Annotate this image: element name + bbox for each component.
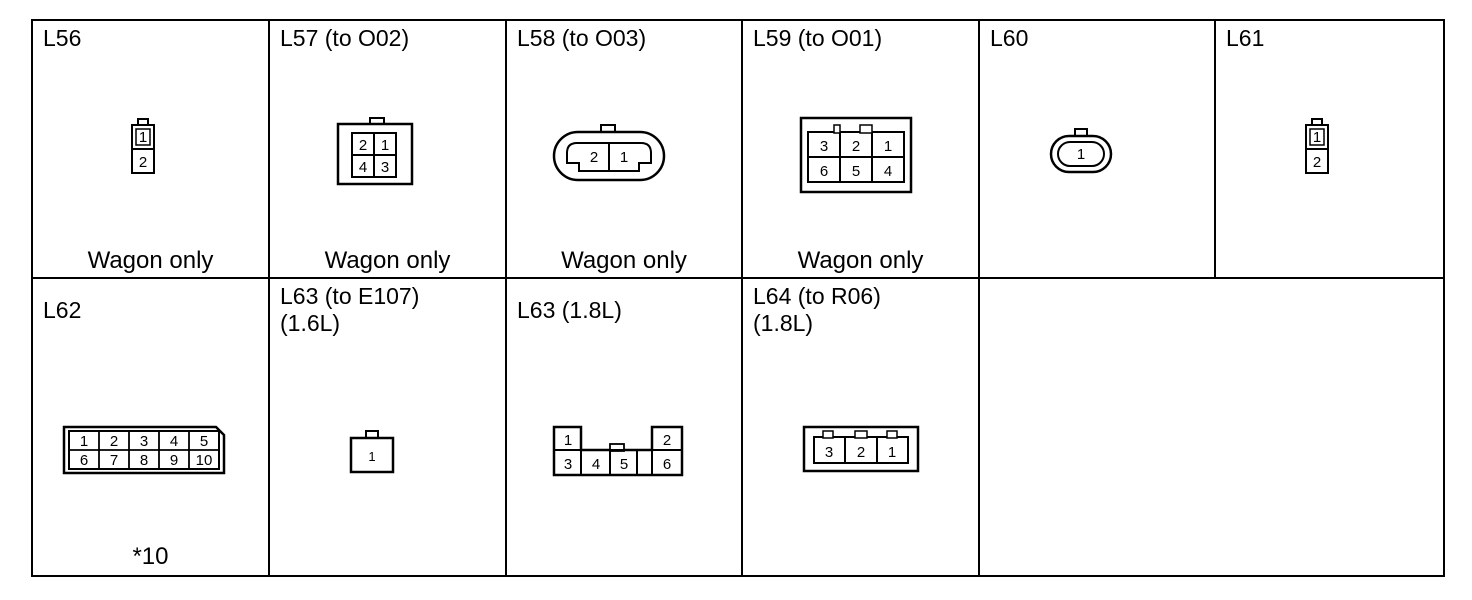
pin-label: 9 xyxy=(170,452,178,469)
pin-label: 2 xyxy=(1313,154,1321,171)
pin-label: 1 xyxy=(884,138,892,155)
pin-label: 1 xyxy=(368,449,375,464)
pin-label: 3 xyxy=(564,456,572,473)
connector-diagram-l57: 2 1 4 3 xyxy=(336,117,414,186)
connector-cell-l58: L58 (to O03) 2 1 Wagon only xyxy=(507,21,743,279)
connector-grid: L56 1 2 Wagon only L57 (to O02) 2 1 4 3 … xyxy=(31,19,1445,577)
connector-diagram-l63-1-8l: 1 2 3 4 5 6 xyxy=(552,425,684,477)
connector-diagram-l63-1-6l: 1 xyxy=(349,430,395,474)
connector-title: L63 (1.8L) xyxy=(517,297,622,323)
pin-label: 1 xyxy=(1313,129,1321,146)
pin-label: 1 xyxy=(888,444,896,461)
pin-label: 2 xyxy=(359,137,367,154)
pin-label: 1 xyxy=(1077,146,1085,163)
connector-title: L64 (to R06) (1.8L) xyxy=(753,283,881,336)
pin-label: 1 xyxy=(381,137,389,154)
pin-label: 3 xyxy=(381,159,389,176)
connector-title: L62 xyxy=(43,297,82,323)
pin-label: 4 xyxy=(884,163,892,180)
connector-diagram-l60: 1 xyxy=(1049,128,1113,174)
pin-label: 5 xyxy=(852,163,860,180)
connector-title: L59 (to O01) xyxy=(753,25,883,51)
pin-label: 1 xyxy=(620,149,628,166)
pin-label: 2 xyxy=(110,433,118,450)
connector-diagram-l56: 1 2 xyxy=(131,118,155,174)
connector-cell-l59: L59 (to O01) 3 2 1 6 5 4 Wagon only xyxy=(743,21,980,279)
pin-label: 3 xyxy=(825,444,833,461)
connector-diagram-l58: 2 1 xyxy=(552,124,666,182)
pin-label: 2 xyxy=(663,432,671,449)
connector-cell-l64: L64 (to R06) (1.8L) 3 2 1 xyxy=(743,279,980,575)
connector-cell-l56: L56 1 2 Wagon only xyxy=(33,21,270,279)
connector-note: Wagon only xyxy=(324,247,451,274)
pin-label: 4 xyxy=(592,456,600,473)
connector-note: Wagon only xyxy=(87,247,214,274)
connector-title: L57 (to O02) xyxy=(280,25,410,51)
pin-label: 2 xyxy=(852,138,860,155)
pin-label: 1 xyxy=(80,433,88,450)
connector-title: L58 (to O03) xyxy=(517,25,647,51)
pin-label: 1 xyxy=(564,432,572,449)
connector-cell-l63-1-6l: L63 (to E107) (1.6L) 1 xyxy=(270,279,507,575)
connector-cell-l57: L57 (to O02) 2 1 4 3 Wagon only xyxy=(270,21,507,279)
pin-label: 6 xyxy=(820,163,828,180)
connector-title: L63 (to E107) (1.6L) xyxy=(280,283,420,336)
connector-cell-l62: L62 1 2 3 4 5 6 7 8 9 10 *10 xyxy=(33,279,270,575)
connector-title: L56 xyxy=(43,25,82,51)
pin-label: 1 xyxy=(139,129,147,146)
connector-diagram-l64: 3 2 1 xyxy=(802,425,920,473)
connector-cell-l61: L61 1 2 xyxy=(1216,21,1443,279)
pin-label: 10 xyxy=(196,452,213,469)
connector-diagram-l62: 1 2 3 4 5 6 7 8 9 10 xyxy=(62,425,226,475)
connector-note: Wagon only xyxy=(797,247,924,274)
pin-label: 6 xyxy=(80,452,88,469)
pin-label: 5 xyxy=(620,456,628,473)
connector-diagram-l61: 1 2 xyxy=(1305,118,1329,174)
pin-label: 5 xyxy=(200,433,208,450)
connector-title: L61 xyxy=(1226,25,1265,51)
pin-label: 2 xyxy=(139,154,147,171)
connector-diagram-l59: 3 2 1 6 5 4 xyxy=(799,116,913,194)
pin-label: 4 xyxy=(170,433,178,450)
connector-note: Wagon only xyxy=(561,247,687,274)
pin-label: 4 xyxy=(359,159,367,176)
pin-label: 7 xyxy=(110,452,118,469)
connector-note: *10 xyxy=(132,543,169,570)
pin-label: 3 xyxy=(820,138,828,155)
connector-cell-l60: L60 1 xyxy=(980,21,1216,279)
pin-label: 3 xyxy=(140,433,148,450)
pin-label: 2 xyxy=(590,149,598,166)
pin-label: 2 xyxy=(857,444,865,461)
pin-label: 6 xyxy=(663,456,671,473)
pin-label: 8 xyxy=(140,452,148,469)
connector-cell-l63-1-8l: L63 (1.8L) 1 2 3 4 5 6 xyxy=(507,279,743,575)
connector-title: L60 xyxy=(990,25,1029,51)
empty-cell xyxy=(980,279,1443,575)
